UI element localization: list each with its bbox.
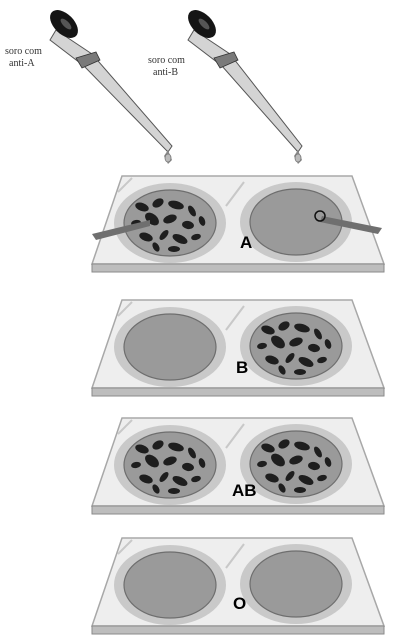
slide-edge: [92, 388, 384, 396]
agglutination-clump: [168, 246, 180, 252]
agglutination-clump: [294, 369, 306, 375]
agglutination-clump: [168, 488, 180, 494]
slide-edge: [92, 264, 384, 272]
dropper-anti-a-label-line1: soro com: [5, 46, 42, 57]
dropper-anti-b-label-line1: soro com: [148, 55, 185, 66]
drop-fill: [250, 551, 342, 617]
drop-fill: [124, 552, 216, 618]
dropper-anti-b-icon: [183, 5, 302, 164]
drop-left: [114, 545, 226, 625]
slide-edge: [92, 506, 384, 514]
drop-left: [114, 425, 226, 505]
slide-label-3: AB: [232, 481, 257, 500]
dropper-anti-a-label-line2: anti-A: [9, 58, 35, 69]
dropper-anti-a-icon: [45, 5, 172, 164]
slide-label-4: O: [233, 594, 246, 613]
slide-1: A: [92, 176, 384, 272]
slide-label-2: B: [236, 358, 248, 377]
drop-left: [114, 183, 226, 263]
drop-right: [240, 544, 352, 624]
drop-left: [114, 307, 226, 387]
drop-fill: [124, 314, 216, 380]
slide-2: B: [92, 300, 384, 396]
slide-edge: [92, 626, 384, 634]
drop-right: [240, 424, 352, 504]
dropper-anti-b-label-line2: anti-B: [153, 67, 178, 78]
slide-4: O: [92, 538, 384, 634]
dropper-anti-a: soro com anti-A: [5, 5, 172, 164]
slide-label-1: A: [240, 233, 252, 252]
drop-right: [240, 306, 352, 386]
agglutination-clump: [294, 487, 306, 493]
dropper-anti-b: soro com anti-B: [148, 5, 302, 164]
slide-3: AB: [92, 418, 384, 514]
